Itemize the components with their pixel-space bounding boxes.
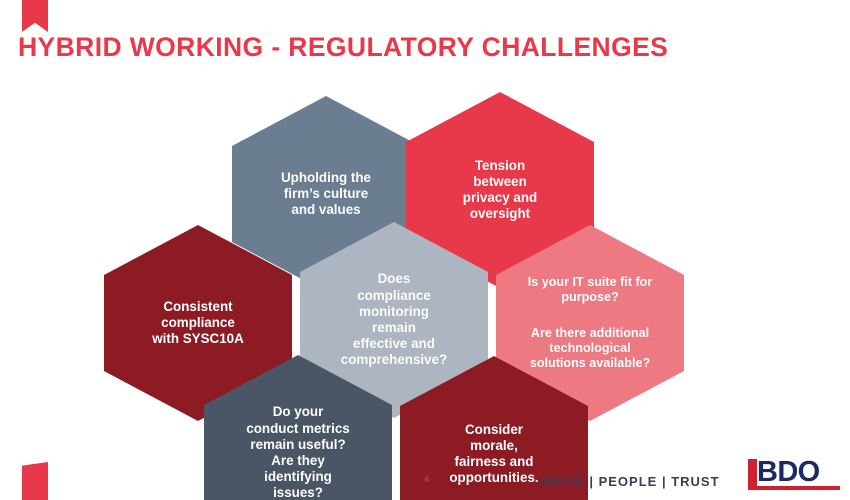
bdo-logo-underline-icon [748, 486, 840, 490]
hexagon-label: Consider morale, fairness and opportunit… [449, 421, 539, 486]
hexagon-label: Consistent compliance with SYSC10A [152, 298, 244, 347]
slide-title: HYBRID WORKING - REGULATORY CHALLENGES [18, 32, 669, 62]
bdo-logo: BDO [748, 456, 844, 493]
page-number: 4 [424, 474, 430, 484]
hexagon-label: Do your conduct metrics remain useful? A… [246, 404, 350, 500]
hexagon-label: Does compliance monitoring remain effect… [340, 271, 448, 368]
hexagon-label-part1: Is your IT suite fit for purpose? [527, 274, 653, 304]
bdo-logo-text: BDO [757, 456, 820, 488]
hexagon-label: Tension between privacy and oversight [462, 157, 538, 222]
bdo-logo-bar-icon [748, 459, 757, 489]
hexagon-label: Upholding the firm’s culture and values [281, 169, 371, 218]
footer-tagline: IDEAS | PEOPLE | TRUST [540, 474, 720, 489]
red-ribbon-bottom-left-icon [22, 462, 48, 500]
hexagon-label-group: Is your IT suite fit for purpose? Are th… [528, 260, 653, 387]
hexagon-label-part2: Are there additional technological solut… [529, 326, 651, 371]
